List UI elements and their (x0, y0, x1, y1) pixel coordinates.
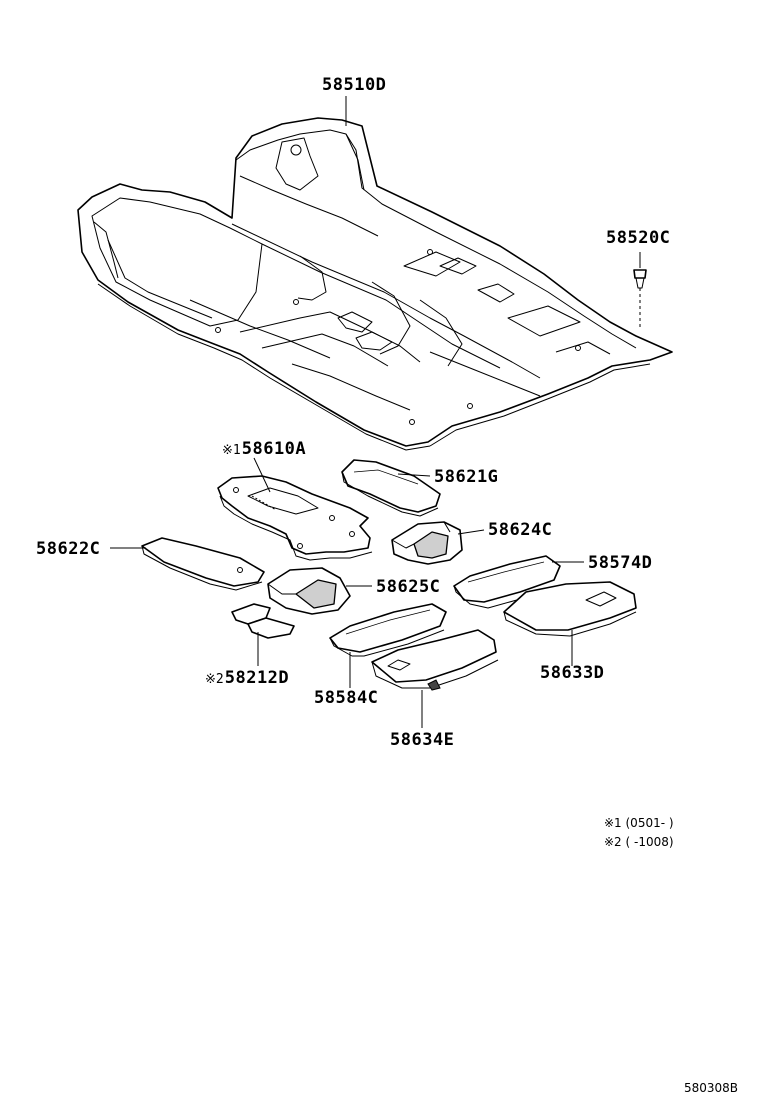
pad-58633d (503, 581, 637, 637)
label-58574d: 58574D (588, 553, 653, 573)
label-58624c: 58624C (488, 520, 553, 540)
label-58212d-text: 58212D (224, 668, 290, 688)
pad-58621g (341, 459, 441, 517)
mat-58610a (217, 475, 373, 561)
pad-58622c (141, 537, 265, 591)
leader-lines (110, 96, 584, 728)
label-58634e: 58634E (390, 730, 455, 750)
label-58212d: ※258212D (205, 668, 289, 690)
label-58633d: 58633D (540, 663, 605, 683)
floor-carpet-58510d (77, 117, 673, 451)
mark-1: ※1 (222, 443, 241, 458)
pad-58584c (329, 603, 447, 657)
pad-58212d (231, 603, 295, 639)
diagram-code: 580308B (684, 1081, 739, 1095)
label-58510d: 58510D (322, 75, 387, 95)
label-58622c: 58622C (36, 539, 101, 559)
note-1: ※1 (0501- ) (604, 816, 674, 830)
label-58520c: 58520C (606, 228, 671, 248)
label-58625c: 58625C (376, 577, 441, 597)
mark-2: ※2 (205, 672, 224, 687)
label-58621g: 58621G (434, 467, 499, 487)
label-58610a-text: 58610A (241, 439, 307, 459)
block-58625c (267, 567, 351, 615)
pad-58634e (371, 629, 499, 691)
clip-58520c (633, 252, 647, 330)
label-58584c: 58584C (314, 688, 379, 708)
note-2: ※2 ( -1008) (604, 835, 674, 849)
block-58624c (391, 521, 463, 565)
label-58610a: ※158610A (222, 439, 306, 461)
